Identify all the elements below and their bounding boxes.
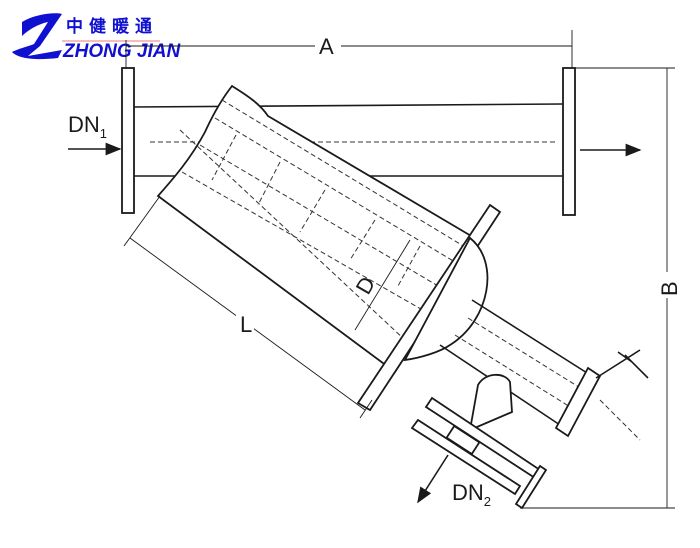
blowdown-valve-handle bbox=[595, 349, 649, 379]
inlet-dn-label: DN1 bbox=[68, 112, 107, 141]
dimension-b: B bbox=[520, 67, 682, 509]
dimension-a-label: A bbox=[319, 34, 334, 59]
dimension-l-label: L bbox=[240, 312, 252, 337]
dimension-b-label: B bbox=[657, 281, 682, 296]
drain-flow-arrow bbox=[417, 454, 449, 504]
logo-z-mark bbox=[12, 13, 62, 60]
logo-english-text: ZHONG JIAN bbox=[62, 41, 181, 62]
strainer-body bbox=[156, 84, 649, 441]
dimension-l: L bbox=[123, 195, 373, 419]
cover-dome bbox=[403, 236, 489, 362]
inlet-flange bbox=[121, 67, 135, 214]
outlet-dn-label: DN2 bbox=[452, 480, 491, 509]
drain-branch bbox=[410, 373, 548, 510]
drain-flange-lower bbox=[410, 418, 522, 496]
dimension-a: A bbox=[125, 30, 573, 68]
blowdown-flange bbox=[554, 366, 602, 438]
logo-chinese-text: 中健暖通 bbox=[66, 16, 158, 37]
drain-valve-plate bbox=[514, 464, 548, 510]
company-logo: 中健暖通 ZHONG JIAN bbox=[12, 13, 181, 62]
outlet-flange-right bbox=[562, 67, 576, 216]
